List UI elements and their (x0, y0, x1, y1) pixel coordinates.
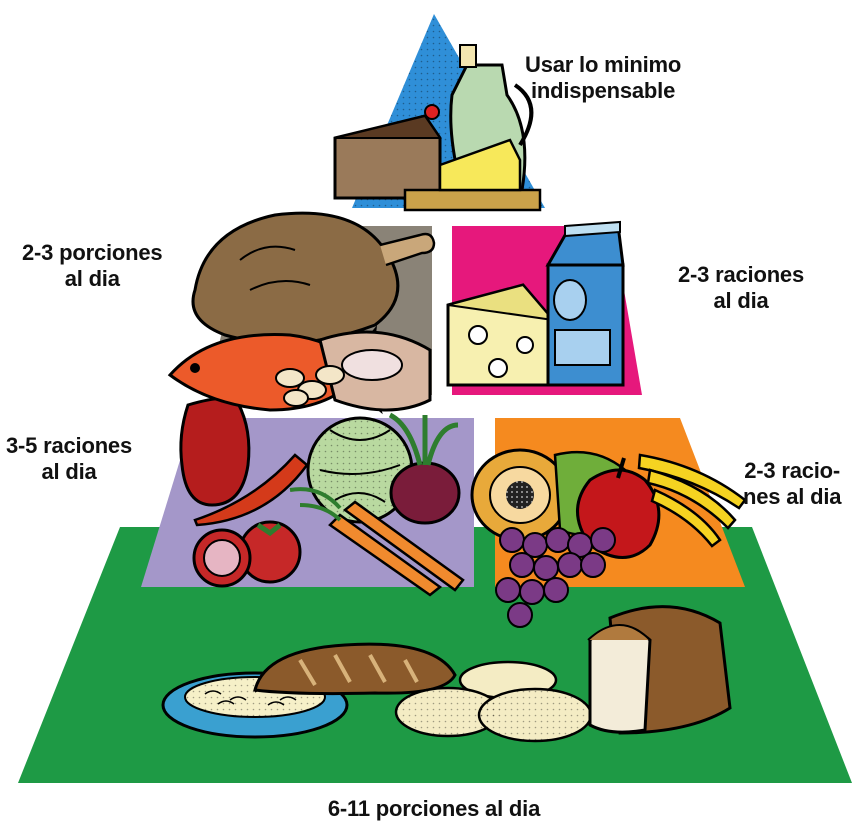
fruits-tier-label: 2-3 racio- nes al dia (743, 458, 841, 511)
dairy-tier (448, 222, 642, 395)
fruits-tier-label-line-2: nes al dia (743, 484, 841, 510)
vegetables-tier-label: 3-5 raciones al dia (6, 433, 132, 486)
protein-tier (170, 213, 434, 410)
dairy-tier-label-line-2: al dia (678, 288, 804, 314)
dairy-tier-label-line-1: 2-3 raciones (678, 262, 804, 288)
vegetables-tier-label-line-1: 3-5 raciones (6, 433, 132, 459)
protein-tier-label-line-1: 2-3 porciones (22, 240, 162, 266)
grains-tier-label: 6-11 porciones al dia (0, 796, 868, 822)
cheese-wedge-icon (448, 285, 553, 385)
top-tier-label-line-1: Usar lo minimo (525, 52, 681, 78)
grains-tier-label-line-1: 6-11 porciones al dia (0, 796, 868, 822)
protein-tier-label: 2-3 porciones al dia (22, 240, 162, 293)
protein-tier-label-line-2: al dia (22, 266, 162, 292)
fruits-tier-label-line-1: 2-3 racio- (743, 458, 841, 484)
cake-slice-icon (335, 105, 440, 198)
bread-loaf-icon (588, 607, 730, 733)
milk-carton-icon (548, 222, 623, 385)
vegetables-tier-label-line-2: al dia (6, 459, 132, 485)
dairy-tier-label: 2-3 raciones al dia (678, 262, 804, 315)
top-tier-label: Usar lo minimo indispensable (525, 52, 681, 105)
top-tier-label-line-2: indispensable (525, 78, 681, 104)
top-tier (335, 14, 545, 210)
